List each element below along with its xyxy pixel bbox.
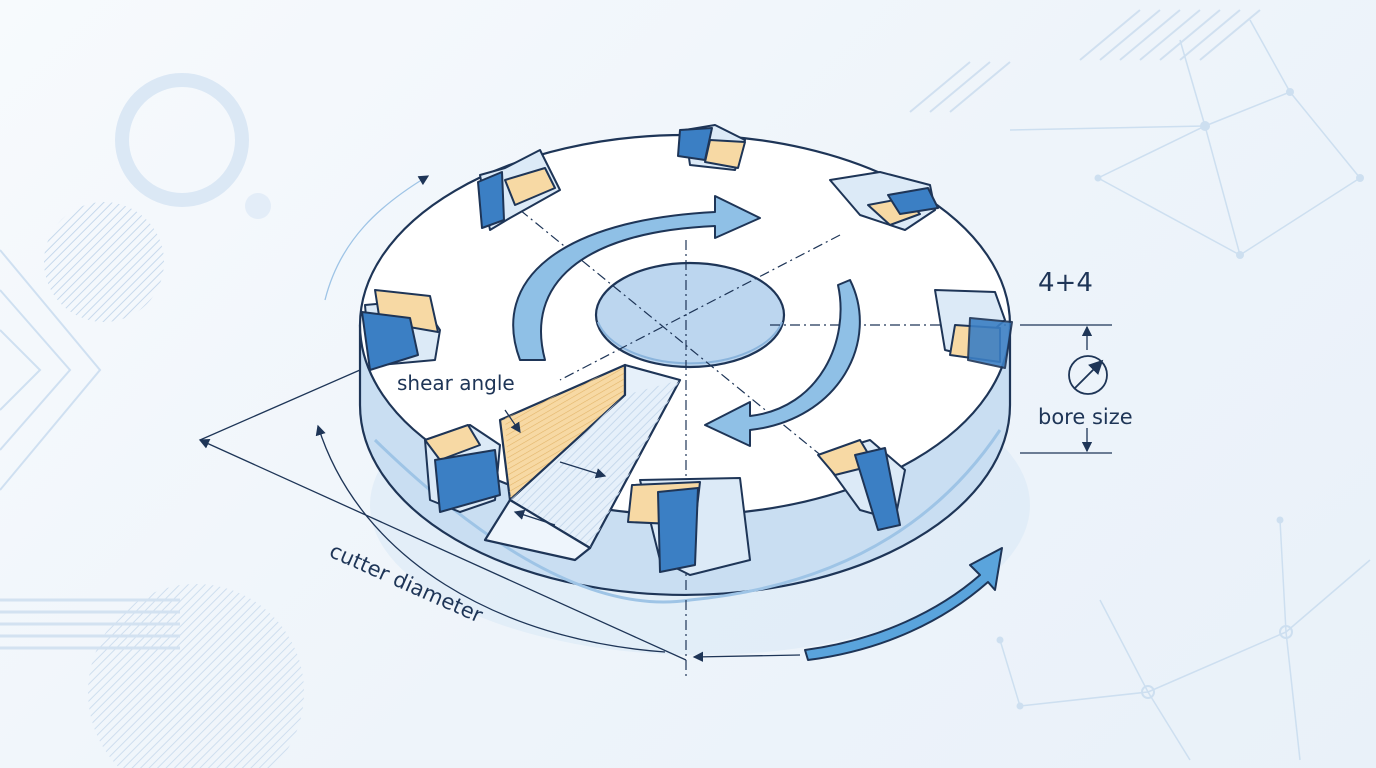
- tooth-8: [361, 289, 441, 371]
- cut-step: [483, 498, 592, 562]
- diameter-dim-line-right: [692, 651, 801, 663]
- tooth-2: [677, 124, 746, 171]
- bore-hole: [594, 261, 786, 369]
- ring-decoration: [115, 73, 249, 207]
- diagonal-axis-2: [559, 234, 841, 381]
- tooth-5: [817, 439, 906, 531]
- diagonal-stripes-decoration: [909, 9, 1261, 113]
- cut-section-hatch: [510, 380, 680, 548]
- upper-arc: [324, 175, 430, 301]
- diameter-dim-line-left: [198, 439, 687, 661]
- diameter-icon: [1068, 355, 1108, 395]
- tooth-4: [934, 289, 1013, 369]
- shear-dim-arrow-3: [513, 509, 556, 526]
- rotation-arrow-bottom: [804, 547, 1003, 661]
- diameter-arc: [315, 424, 666, 653]
- bore-size-label: bore size: [1038, 405, 1133, 429]
- shear-angle-label: shear angle: [397, 371, 515, 395]
- chevron-decoration: [0, 249, 102, 491]
- shear-dim-arrow-2: [559, 461, 607, 479]
- shear-face-hatch: [505, 365, 625, 500]
- tooth-3: [829, 171, 939, 231]
- stripes-decoration: [0, 598, 180, 650]
- hatched-circle-decoration-2: [88, 584, 304, 768]
- bore-inner-edge: [597, 321, 783, 365]
- dimensions: [198, 175, 1112, 663]
- cutter-teeth: [361, 124, 1013, 576]
- rotation-arrow-top: [512, 195, 761, 361]
- network-decoration: [996, 19, 1371, 761]
- rotation-arrow-right: [704, 279, 861, 447]
- tooth-7: [424, 424, 501, 513]
- tooth-1: [477, 149, 561, 231]
- hatched-circle-decoration: [44, 202, 164, 322]
- dot-decoration: [245, 193, 271, 219]
- cutter-lower-rim: [373, 429, 1002, 604]
- rotation-arrows: [512, 195, 1003, 661]
- background-decoration: [0, 9, 1371, 768]
- tooth-6: [627, 477, 751, 576]
- shear-dim-arrow-1: [504, 409, 521, 434]
- tooth-count-label: 4+4: [1038, 268, 1093, 298]
- diameter-extension-line: [199, 369, 361, 441]
